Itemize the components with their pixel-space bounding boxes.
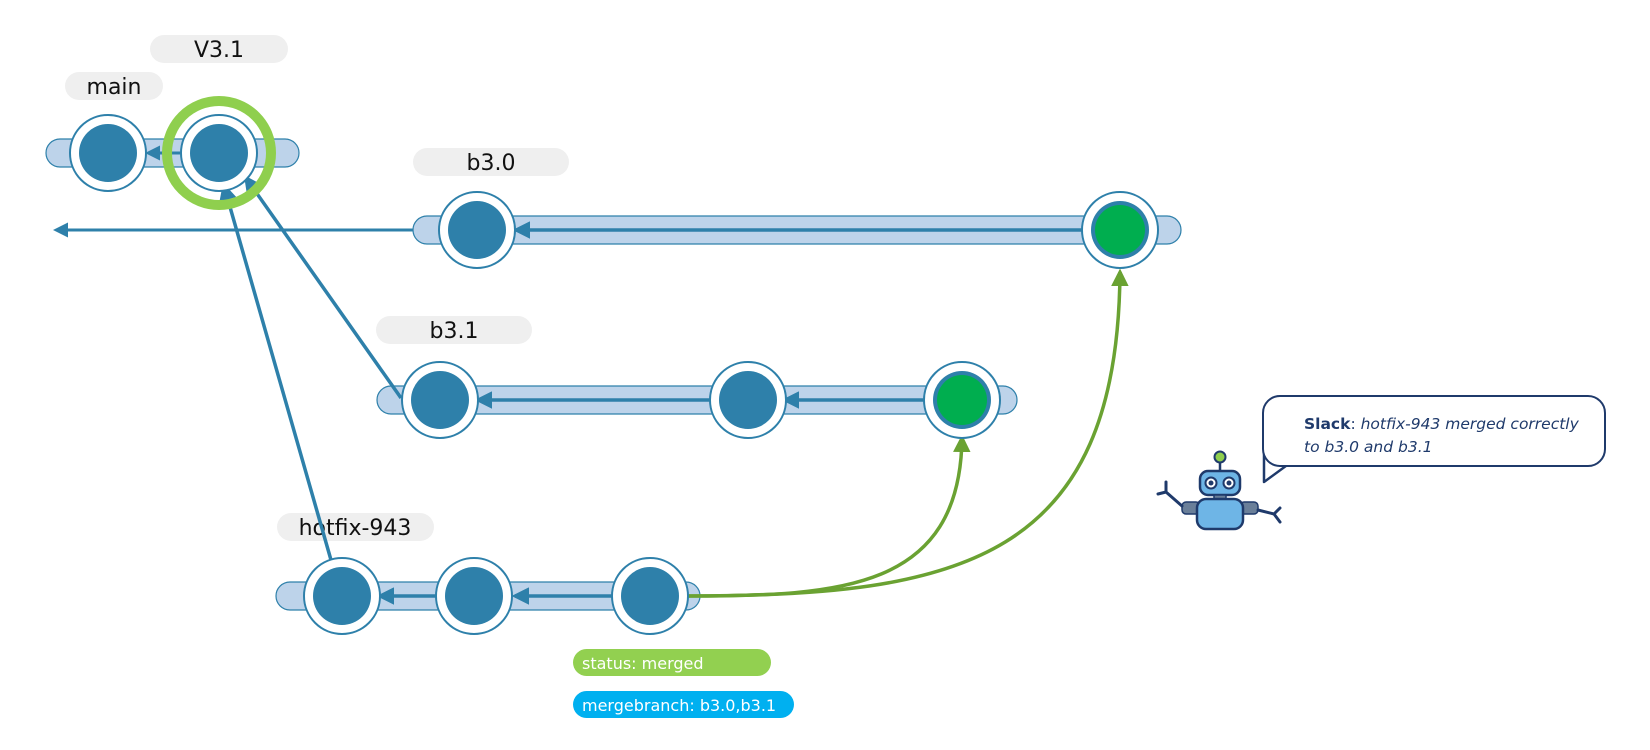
- slack-notification-bubble: Slack: hotfix-943 merged correctly to b3…: [1262, 395, 1606, 467]
- status-tag-text: status: merged: [582, 654, 704, 673]
- notification-separator: :: [1350, 415, 1361, 433]
- branch-label-b30: b3.0: [413, 148, 569, 176]
- notification-source: Slack: [1304, 415, 1351, 433]
- branch-label-b31-text: b3.1: [430, 319, 479, 344]
- commit-main-1[interactable]: [69, 114, 147, 192]
- branch-label-main-text: main: [87, 75, 142, 100]
- status-tag: status: merged: [573, 649, 771, 676]
- branch-label-main: main: [65, 72, 163, 100]
- branch-label-hotfix-text: hotfix-943: [299, 516, 412, 541]
- branch-label-b30-text: b3.0: [467, 151, 516, 176]
- arrow-hotfix-to-v31: [219, 182, 333, 561]
- notification-message: hotfix-943 merged correctly to b3.0 and …: [1304, 415, 1579, 456]
- commit-b31-2[interactable]: [709, 361, 787, 439]
- commit-b30-merge[interactable]: [1081, 191, 1159, 269]
- mergebranch-tag: mergebranch: b3.0,b3.1: [573, 691, 794, 718]
- branch-label-b31: b3.1: [376, 316, 532, 344]
- commit-b31-1[interactable]: [401, 361, 479, 439]
- merge-arrow-to-b30: [687, 268, 1129, 598]
- branch-label-v31: V3.1: [150, 35, 288, 63]
- branch-label-v31-text: V3.1: [194, 38, 244, 63]
- robot-icon: [1156, 450, 1282, 531]
- mergebranch-tag-text: mergebranch: b3.0,b3.1: [582, 696, 776, 715]
- arrow-b31-to-v31: [243, 175, 403, 400]
- commit-v31[interactable]: [180, 114, 258, 192]
- tag-highlight-ring-v31: [162, 96, 276, 210]
- commit-hotfix-2[interactable]: [435, 557, 513, 635]
- commit-b31-merge[interactable]: [923, 361, 1001, 439]
- commit-hotfix-1[interactable]: [303, 557, 381, 635]
- merge-arrow-to-b31: [687, 434, 971, 598]
- branch-label-hotfix: hotfix-943: [277, 513, 434, 541]
- commit-hotfix-3[interactable]: [611, 557, 689, 635]
- commit-b30-1[interactable]: [438, 191, 516, 269]
